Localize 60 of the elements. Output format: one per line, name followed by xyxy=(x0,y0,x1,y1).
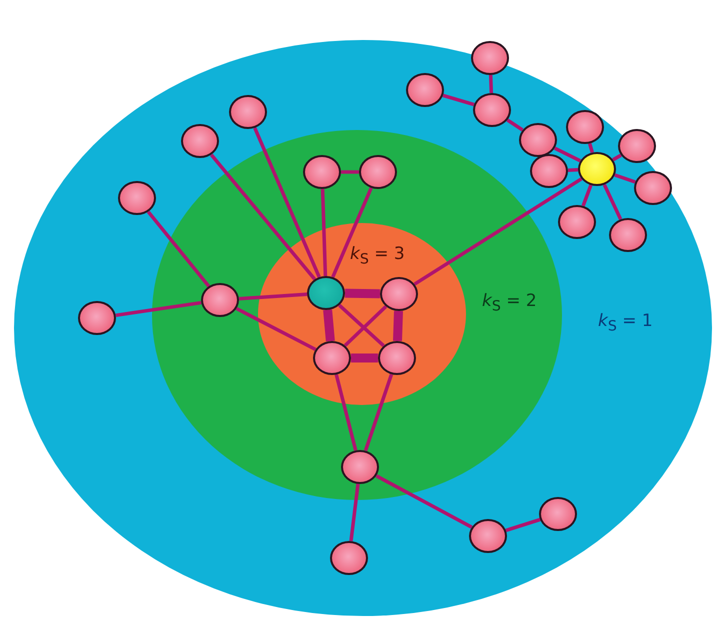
core-number-label: k$_{S}$ = 1 xyxy=(598,311,653,334)
network-link xyxy=(338,304,385,348)
network-link xyxy=(393,310,403,342)
highlighted-node-circle xyxy=(307,276,345,310)
network-node-circle xyxy=(341,450,379,484)
network-node-circle xyxy=(380,277,418,311)
network-link xyxy=(253,127,321,278)
network-link xyxy=(323,310,335,342)
network-link xyxy=(581,184,593,207)
network-node-circle xyxy=(634,171,672,205)
network-link xyxy=(146,210,210,288)
network-node-circle xyxy=(313,341,351,375)
network-node-circle xyxy=(78,301,116,335)
network-link xyxy=(364,374,394,452)
network-link xyxy=(442,94,474,106)
network-link xyxy=(568,168,578,172)
network-link xyxy=(331,187,373,278)
network-node-circle xyxy=(359,155,397,189)
network-link xyxy=(612,154,622,162)
network-link xyxy=(588,143,594,153)
network-link xyxy=(344,305,388,347)
network-link xyxy=(506,118,524,132)
network-node-circle xyxy=(566,110,604,144)
network-node-circle xyxy=(330,541,368,575)
network-link xyxy=(320,188,328,276)
network-link xyxy=(351,354,378,362)
network-link xyxy=(341,170,359,174)
network-node-circle xyxy=(378,341,416,375)
network-link xyxy=(505,518,541,532)
network-link xyxy=(602,184,622,220)
network-node-circle xyxy=(469,519,507,553)
network-link xyxy=(344,288,380,298)
network-node-circle xyxy=(519,123,557,157)
network-link xyxy=(236,306,316,352)
network-node-circle xyxy=(539,497,577,531)
network-link xyxy=(334,374,358,451)
network-node-circle xyxy=(609,218,647,252)
network-node-circle xyxy=(473,93,511,127)
network-node-circle xyxy=(229,95,267,129)
network-node-circle xyxy=(618,129,656,163)
network-node-circle xyxy=(406,73,444,107)
network-link xyxy=(375,474,473,529)
network-link xyxy=(614,173,636,184)
network-node-circle xyxy=(530,154,568,188)
network-link xyxy=(414,177,582,286)
core-number-label: k$_{S}$ = 2 xyxy=(482,291,537,314)
network-node-circle xyxy=(181,124,219,158)
network-link xyxy=(554,146,582,162)
network-link xyxy=(349,484,360,542)
network-link xyxy=(116,300,202,318)
network-node-circle xyxy=(118,181,156,215)
network-link xyxy=(210,154,316,280)
network-link xyxy=(238,292,308,300)
network-node-circle xyxy=(471,41,509,75)
network-link xyxy=(488,74,494,94)
network-node-circle xyxy=(201,283,239,317)
network-node-circle xyxy=(558,205,596,239)
core-number-label: k$_{S}$ = 3 xyxy=(350,244,405,268)
highlighted-node-circle xyxy=(578,152,616,186)
network-node-circle xyxy=(303,155,341,189)
